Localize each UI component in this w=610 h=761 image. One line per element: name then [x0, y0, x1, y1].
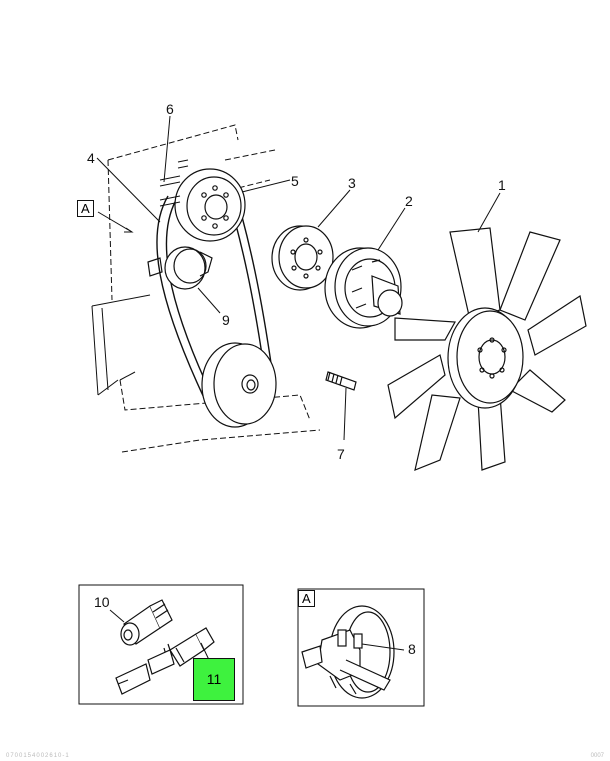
fan-spacer	[271, 225, 334, 291]
callout-5[interactable]: 5	[291, 173, 299, 189]
leader-line-8	[361, 643, 405, 651]
bracket-outline	[91, 294, 151, 396]
callout-11-highlighted[interactable]: 11	[193, 658, 235, 701]
leader-line-10	[109, 609, 125, 623]
callout-9[interactable]: 9	[222, 312, 230, 328]
callout-8[interactable]: 8	[408, 641, 416, 657]
footer-page: 0007	[590, 753, 604, 759]
callout-4[interactable]: 4	[87, 150, 95, 166]
crankshaft-pulley	[201, 342, 277, 428]
sensor-10	[120, 599, 173, 646]
view-a-detail-box	[297, 588, 425, 707]
view-a-detail-label: A	[298, 590, 315, 607]
idler-pulley	[147, 246, 213, 290]
callout-6[interactable]: 6	[166, 101, 174, 117]
cooling-fan	[387, 227, 587, 471]
view-a-assembly	[301, 605, 395, 699]
fan-clutch	[324, 247, 403, 329]
sensor-detail-box	[78, 584, 244, 705]
view-a-marker[interactable]: A	[77, 200, 94, 217]
callout-3[interactable]: 3	[348, 175, 356, 191]
water-pump-pulley	[174, 168, 246, 242]
callout-1[interactable]: 1	[498, 177, 506, 193]
studs	[159, 159, 189, 207]
callout-7[interactable]: 7	[337, 446, 345, 462]
leader-lines	[96, 115, 501, 441]
footer-code: 0700154002610-1	[6, 753, 70, 759]
callout-2[interactable]: 2	[405, 193, 413, 209]
callout-10[interactable]: 10	[94, 594, 110, 610]
bolt	[325, 371, 357, 391]
sensor-11	[115, 627, 215, 695]
